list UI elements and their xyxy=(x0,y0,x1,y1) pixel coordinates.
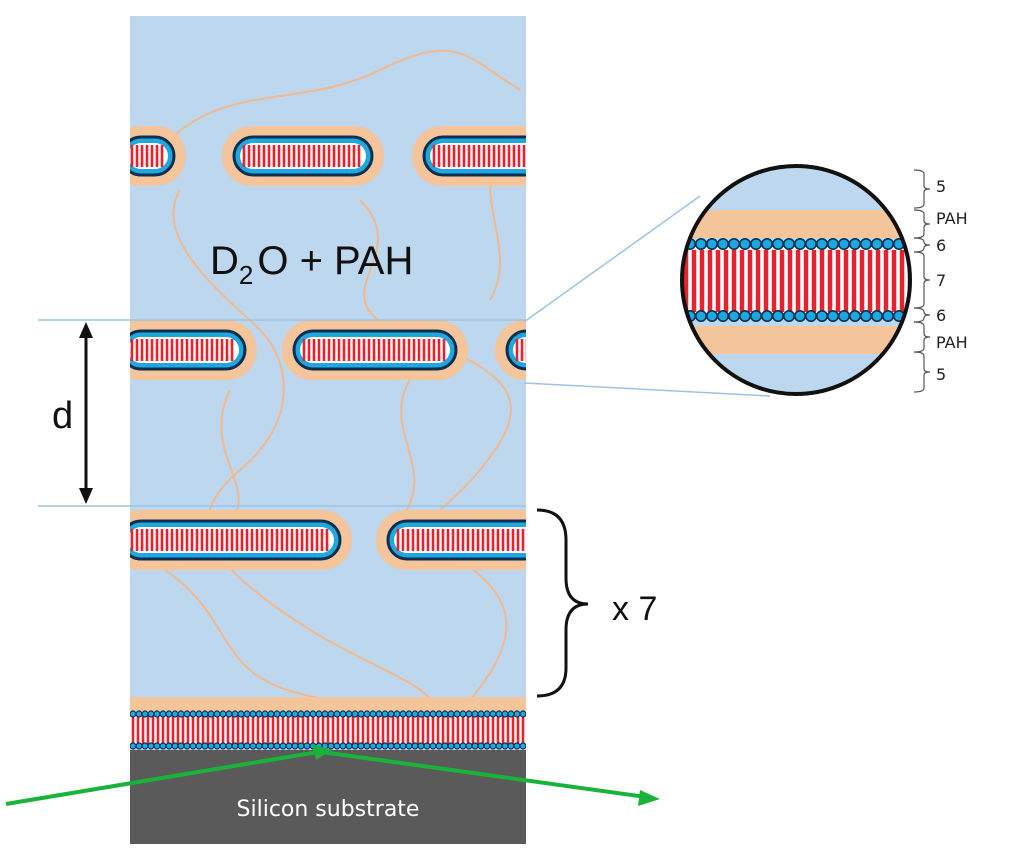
repeat-label: x 7 xyxy=(612,590,657,628)
zoom-layer-label: 7 xyxy=(936,271,946,290)
pah-polymer-chain xyxy=(172,189,431,701)
double-headed-arrow-icon xyxy=(79,322,93,504)
membrane-layers xyxy=(130,49,526,750)
bilayer-zoom-inset xyxy=(680,164,912,396)
lipid-bilayer-segment xyxy=(130,126,186,186)
zoom-layer-label: 6 xyxy=(936,236,946,255)
zoom-layer-label: PAH xyxy=(936,209,968,228)
layer-brace-icon xyxy=(913,209,931,239)
pah-polymer-chain xyxy=(149,559,331,701)
spacing-label: d xyxy=(52,395,73,437)
lipid-bilayer-segment xyxy=(222,126,384,186)
substrate-label: Silicon substrate xyxy=(237,797,420,822)
curly-brace-icon xyxy=(536,508,589,698)
layer-brace-icon xyxy=(913,169,931,209)
zoom-layer-label: 6 xyxy=(936,306,946,325)
layer-brace-icon xyxy=(913,307,931,323)
neutron-beam xyxy=(5,744,660,806)
zoom-layer-label: 5 xyxy=(936,177,946,196)
pah-polymer-chain xyxy=(159,49,521,151)
layer-brace-icon xyxy=(913,351,931,393)
lipid-bilayer-segment xyxy=(412,126,526,186)
layer-brace-icon xyxy=(913,321,931,353)
lipid-bilayer-segment xyxy=(495,320,526,380)
layer-brace-icon xyxy=(913,237,931,253)
silicon-substrate xyxy=(130,750,526,844)
zoom-guide-lower xyxy=(523,382,771,397)
supported-bilayer xyxy=(130,697,526,750)
pah-polymer-chain xyxy=(359,199,512,701)
lipid-bilayer-segment xyxy=(130,510,352,570)
lipid-bilayer-segment xyxy=(376,510,526,570)
lipid-bilayer-segment xyxy=(282,320,468,380)
zoom-guide-upper xyxy=(523,195,701,323)
layer-brace-icon xyxy=(913,251,931,309)
zoom-layer-label: PAH xyxy=(936,333,968,352)
zoom-layer-label: 5 xyxy=(936,365,946,384)
pah-polymer-chain xyxy=(220,389,240,521)
pah-polymer-chain xyxy=(399,379,416,521)
lipid-bilayer-segment xyxy=(130,320,257,380)
